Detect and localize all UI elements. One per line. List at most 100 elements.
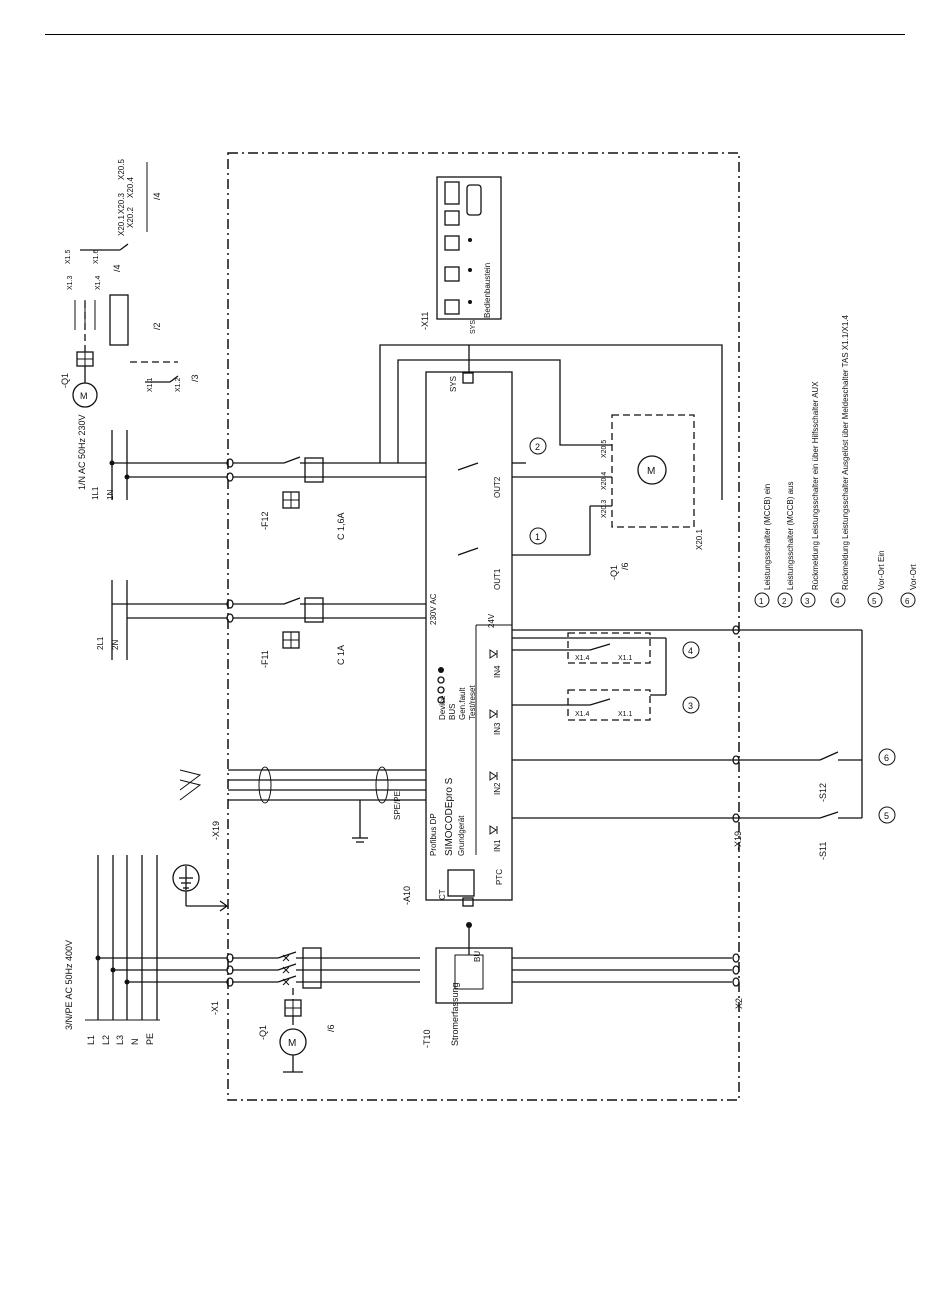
supply-ctrl-label: 1/N AC 50Hz 230V [77,414,87,490]
net-1l1-label: 1L1 [91,486,100,500]
marker-3: 3 [688,701,693,711]
sys-label: SYS [449,376,458,392]
out2-label: OUT2 [493,476,502,498]
x12-detail-label: X1.2 [175,377,182,392]
marker-1: 1 [535,532,540,542]
module-sub-label: Grundgerät [457,815,466,856]
panel-wiring [379,344,723,500]
bedienbaustein-label: Bedienbaustein [483,263,492,318]
x20-3-label: X20.3 [601,500,608,518]
f11-label: -F11 [260,650,270,668]
marker-5: 5 [884,811,889,821]
legend-text-4: Rückmeldung Leistungsschalter Ausgelöst … [841,314,850,590]
x11-detail-label: X1.1 [147,377,154,392]
legend-text-3: Rückmeldung Leistungsschalter ein über H… [811,381,820,590]
current-measuring-module: BU Stromerfassung -T10 -X2 [422,922,744,1048]
net-l1-label: L1 [86,1035,96,1045]
bus-led-label: BUS [448,704,457,720]
legend-num-6: 6 [905,597,910,606]
net-l2-label: L2 [101,1035,111,1045]
q1-detail-label: -Q1 [60,373,70,388]
marker-2: 2 [535,442,540,452]
supply-voltage-label: 230V AC [429,593,438,625]
marker-6: 6 [884,753,889,763]
ptc-label: PTC [495,869,504,885]
test-reset-label: Test/reset [468,685,477,720]
f12-label: -F12 [260,511,270,530]
plus24v-label: 24V [487,613,496,628]
legend-text-5: Vor-Ort Ein [877,550,886,590]
x20-1-label: X20.1 [695,529,704,550]
legend-text-6: Vor-Ort [909,563,918,590]
in1-label: IN1 [493,839,502,852]
device-led-label: Device [438,695,447,720]
q1-bottom-label: -Q1 [258,1025,268,1040]
module-name-label: SIMOCODEpro S [444,777,455,856]
x20-4-label: X20.4 [601,472,608,490]
ct-label: CT [438,889,447,900]
profibus-label: Profibus DP [429,813,438,856]
motor-operator-m-label: M [647,466,655,477]
local-control-pushbuttons: -S11 -S12 -X19 [512,625,863,860]
page-rule [45,34,905,35]
stromerfassung-label: Stromerfassung [450,982,460,1046]
x20-5-label: X20.5 [601,440,608,458]
legend-num-4: 4 [835,597,840,606]
x11-label-b: X1.1 [618,711,633,718]
x20-list-2: X20.2 [126,207,135,228]
main-supply-bus: 3/N/PE AC 50Hz 400V L1 L2 L3 N PE [64,855,228,1045]
net-n-label: N [130,1039,140,1046]
q1-motor-label: M [288,1038,296,1049]
legend-text-1: Leistungsschalter (MCCB) ein [763,484,772,590]
earth-symbol [172,864,229,912]
x2-label: -X2 [734,998,744,1012]
x11-label: -X11 [420,312,430,330]
in3-label: IN3 [493,722,502,735]
q1-bottom-ref: /6 [326,1024,336,1032]
legend-num-1: 1 [759,597,764,606]
legend-num-2: 2 [782,597,787,606]
q1-detail-m: M [80,391,88,401]
control-cabinet-frame [227,152,740,1101]
legend-text-2: Leistungsschalter (MCCB) aus [786,482,795,590]
x13-detail-label: X1.3 [67,275,74,290]
panel-sys-label: SYS [470,320,477,334]
x20-list-3: X20.3 [117,193,126,214]
net-2n-label: 2N [111,640,120,650]
x19-label: -X19 [211,821,221,840]
net-l3-label: L3 [115,1035,125,1045]
t10-label: -T10 [422,1029,432,1048]
q1-detail: M -Q1 /2 /3 X1.1 X1.2 X1.3 X1.4 X1.5 X1.… [60,243,200,408]
feedback-contacts: X1.4 X1.1 X1.4 X1.1 [512,632,667,721]
input-symbols [489,649,498,835]
x15-detail-label: X1.5 [65,249,72,264]
q1-operator-ref: /6 [620,562,630,570]
net-pe-label: PE [145,1033,155,1045]
in2-label: IN2 [493,782,502,795]
s12-label: -S12 [818,783,828,802]
x19-term-label: -X19 [733,831,743,850]
a10-label: -A10 [402,886,412,905]
q1-detail-ref4: /4 [112,264,122,272]
simocode-basic-unit: SIMOCODEpro S Grundgerät Profibus DP 230… [402,371,513,907]
x14-label-a: X1.4 [575,655,590,662]
marker-circles: 1 2 3 4 5 6 [529,437,896,824]
supply-main-label: 3/N/PE AC 50Hz 400V [64,940,74,1030]
legend-num-3: 3 [805,597,810,606]
profibus-cable: SPE/PE -X19 [179,766,426,843]
in4-label: IN4 [493,665,502,678]
q1-detail-ref2: /2 [152,322,162,330]
x20-list-4: X20.4 [126,177,135,198]
q1-operator-label: -Q1 [609,565,619,580]
bu-label: BU [473,951,482,962]
main-breaker-q1: M -Q1 /6 [232,947,420,1073]
spe-pe-label: SPE/PE [393,791,402,820]
x20-terminal-list: X20.5 X20.4 X20.3 X20.2 X20.1 /4 [117,159,162,236]
legend: 1 Leistungsschalter (MCCB) ein 2 Leistun… [754,314,918,608]
x16-detail-label: X1.6 [93,249,100,264]
x20-list-ref: /4 [152,192,162,200]
x20-list-5: X20.5 [117,159,126,180]
gen-fault-led-label: Gen.fault [458,687,467,720]
net-1n-label: 1N [106,490,115,500]
